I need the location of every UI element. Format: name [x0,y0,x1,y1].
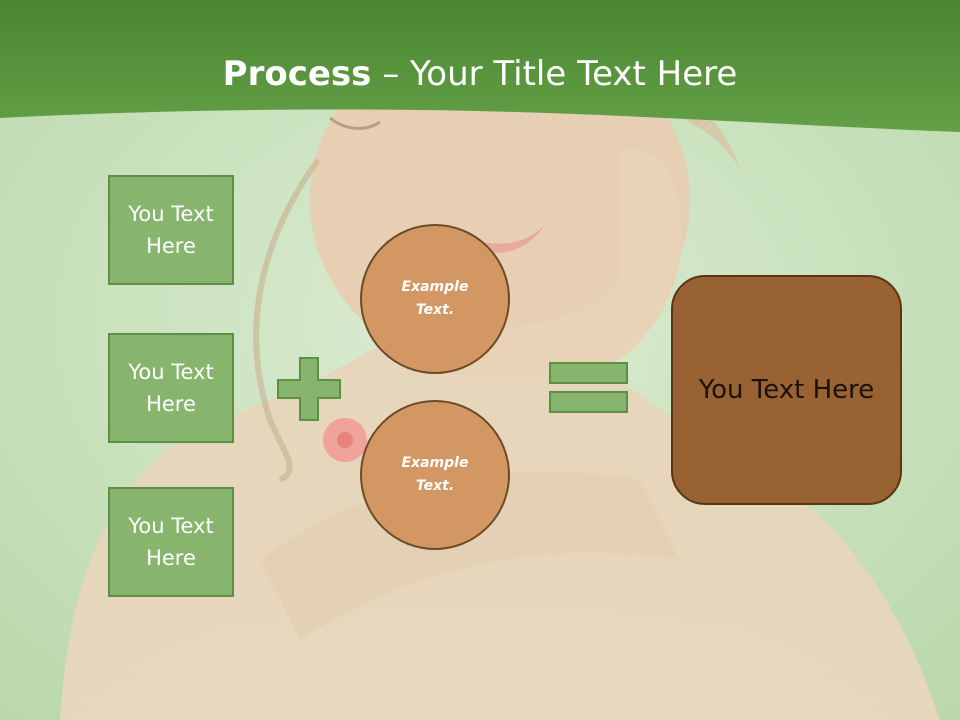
title-separator: – [371,54,411,94]
text-box-label: You Text Here [128,514,214,570]
example-circle-1: Example Text. [360,224,510,374]
text-box-1: You Text Here [108,175,234,285]
header-banner [0,0,960,132]
result-label: You Text Here [698,375,875,405]
title-rest: Your Title Text Here [410,54,738,94]
text-box-2: You Text Here [108,333,234,443]
result-box: You Text Here [671,275,902,505]
text-box-3: You Text Here [108,487,234,597]
plus-icon [277,357,341,421]
circle-label: Example Text. [401,455,469,494]
title-bold: Process [222,54,372,94]
circle-label: Example Text. [401,279,469,318]
text-box-label: You Text Here [128,360,214,416]
equals-icon [549,362,628,413]
slide-title: Process – Your Title Text Here [0,52,960,96]
text-box-label: You Text Here [128,202,214,258]
example-circle-2: Example Text. [360,400,510,550]
